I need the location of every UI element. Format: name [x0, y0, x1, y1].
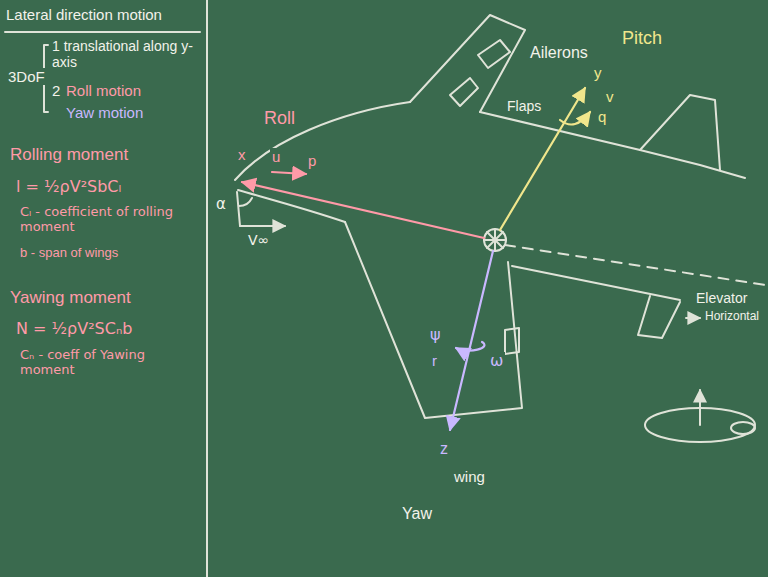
part-name: Flaps: [505, 98, 543, 114]
formula: N = ½ρV²SCₙb: [14, 320, 134, 338]
part-name: Elevator: [694, 290, 749, 306]
definition: b - span of wings: [18, 246, 120, 261]
definition: Cₗ - coefficient of rolling moment: [18, 205, 200, 235]
axis-symbol: r: [430, 352, 439, 369]
part-name: wing: [452, 468, 487, 485]
section-heading: Yawing moment: [8, 288, 133, 308]
section-heading: Rolling moment: [8, 145, 130, 165]
part-name: Horizontal: [703, 310, 761, 324]
axis-name: Roll: [262, 108, 297, 129]
definition: Cₙ - coeff of Yawing moment: [18, 348, 200, 378]
axis-symbol: q: [596, 108, 608, 125]
part-name: Ailerons: [528, 44, 590, 62]
motion-label: Roll motion: [64, 82, 143, 99]
axis-name: Pitch: [620, 28, 664, 49]
note: 1 translational along y-axis: [50, 38, 204, 70]
angle-symbol: α: [214, 196, 228, 213]
axis-symbol: ψ: [428, 326, 443, 344]
heading: Lateral direction motion: [4, 6, 164, 23]
axis-symbol: u: [270, 148, 282, 165]
motion-label: Yaw motion: [64, 104, 145, 121]
axis-symbol: v: [604, 88, 616, 105]
dof-label: 3DoF: [6, 68, 47, 85]
formula: l = ½ρV²SbCₗ: [14, 178, 123, 196]
velocity-symbol: V∞: [246, 232, 271, 248]
axis-symbol: y: [592, 64, 604, 81]
axis-symbol: ω: [488, 352, 505, 370]
axis-symbol: z: [438, 440, 450, 458]
axis-symbol: p: [306, 152, 318, 169]
list-number: 2: [50, 82, 62, 99]
axis-symbol: x: [236, 146, 248, 163]
axis-name: Yaw: [400, 505, 434, 523]
